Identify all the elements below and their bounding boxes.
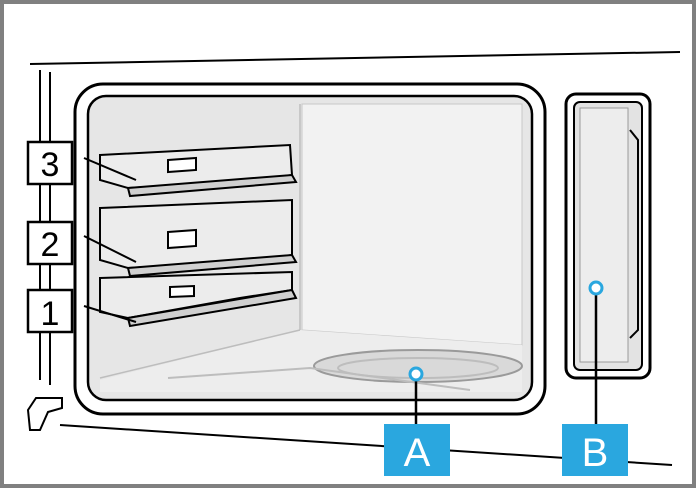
shelf-callout-2: 2 (26, 220, 137, 266)
shelf-callout-3: 3 (26, 140, 137, 186)
callout-a: A (384, 366, 450, 476)
shelf-label-1: 1 (41, 295, 60, 333)
shelf-label-2: 2 (41, 226, 60, 264)
side-panel (564, 92, 652, 380)
shelf-callout-1: 1 (26, 288, 137, 334)
shelf-label-3: 3 (41, 146, 60, 184)
callout-label-a: A (404, 431, 431, 475)
callout-label-b: B (582, 431, 609, 475)
shelf-rails (99, 143, 298, 328)
callout-b: B (562, 280, 628, 476)
